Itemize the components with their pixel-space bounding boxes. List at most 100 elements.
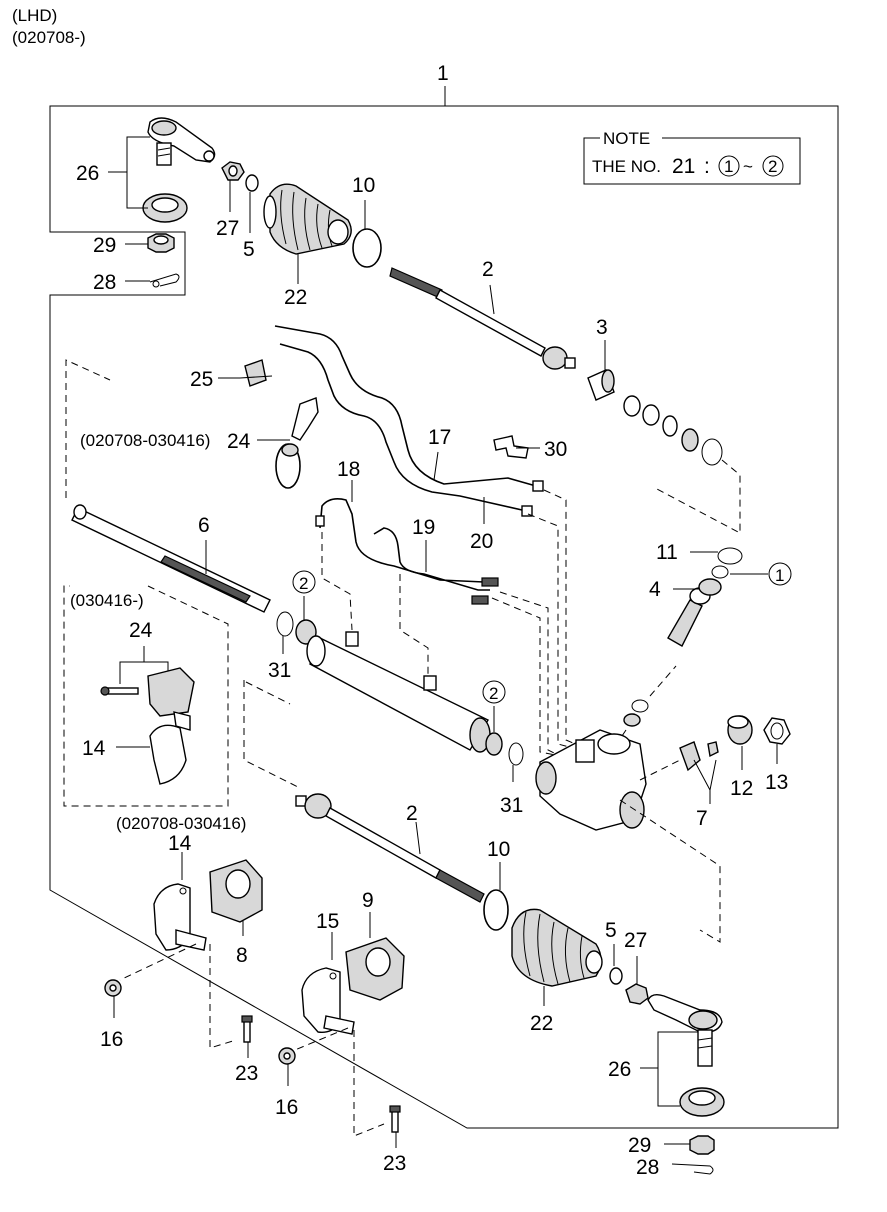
- bushing-icon: [345, 937, 405, 1001]
- callout-19: 19: [412, 516, 435, 539]
- callout-4: 4: [649, 578, 661, 601]
- lhd-label: (LHD): [12, 6, 58, 25]
- sleeve-icon: [587, 369, 615, 401]
- seal-boot-icon: [679, 1087, 725, 1117]
- bellows-boot-icon: [263, 183, 352, 255]
- callout-16-left: 16: [100, 1028, 123, 1051]
- pipe-bracket-icon: [275, 397, 319, 489]
- variant-label-bottom: (020708-030416): [116, 814, 246, 833]
- callout-22-top: 22: [284, 286, 307, 309]
- feed-line-icon: [274, 325, 544, 517]
- callout-17: 17: [428, 426, 451, 449]
- callout-18: 18: [337, 458, 360, 481]
- callout-12: 12: [730, 777, 753, 800]
- hose-clip-icon: [239, 359, 273, 387]
- callout-23-mid: 23: [235, 1062, 258, 1085]
- lock-nut-icon: [763, 717, 791, 745]
- gear-valve-housing-icon: [535, 729, 647, 831]
- note-prefix: THE NO.: [592, 157, 661, 176]
- lock-nut-icon: [221, 161, 245, 181]
- callout-29-top: 29: [93, 234, 116, 257]
- callout-16-mid: 16: [275, 1096, 298, 1119]
- pinion-icon: [623, 587, 711, 727]
- tie-rod-end-icon: [647, 993, 723, 1067]
- lock-nut-icon: [625, 983, 649, 1005]
- nut-icon: [689, 1135, 715, 1155]
- yoke-plug-icon: [727, 715, 753, 745]
- callout-24-box: 24: [129, 619, 153, 642]
- note-box: NOTE THE NO. 21 : 1 ~ 2: [583, 129, 801, 185]
- flange-nut-icon: [104, 979, 122, 997]
- clip-ring-icon: [609, 967, 623, 985]
- callout-3: 3: [596, 316, 608, 339]
- callout-27-top: 27: [216, 217, 239, 240]
- nut-icon: [147, 233, 175, 253]
- callout-8: 8: [236, 944, 248, 967]
- callout-14-box: 14: [82, 737, 106, 760]
- note-ref-2: 2: [768, 157, 777, 176]
- callout-31-top: 31: [268, 659, 291, 682]
- tie-rod-icon: [389, 267, 576, 370]
- bolt-icon: [100, 686, 139, 696]
- callout-7: 7: [696, 807, 708, 830]
- callout-2-bottom: 2: [406, 802, 418, 825]
- date-range-label: (020708-): [12, 28, 86, 47]
- callout-15: 15: [316, 910, 339, 933]
- callout-25: 25: [190, 368, 213, 391]
- note-tilde: ~: [743, 157, 753, 176]
- callout-6: 6: [198, 514, 210, 537]
- callout-5-top: 5: [243, 238, 255, 261]
- variant-box: (030416-) 24 14: [63, 585, 229, 807]
- note-colon: :: [704, 155, 710, 178]
- clamp-icon: [147, 667, 195, 717]
- band-clamp-icon: [352, 228, 382, 268]
- callout-28-top: 28: [93, 271, 116, 294]
- callout-13: 13: [765, 771, 788, 794]
- variant-label-top: (020708-030416): [80, 431, 210, 450]
- callout-28-bottom: 28: [636, 1156, 659, 1179]
- callout-2-top: 2: [482, 258, 494, 281]
- pinion-seal-icon: [698, 578, 722, 596]
- clamp-icon: [149, 711, 191, 785]
- callout-1: 1: [437, 62, 449, 85]
- note-ref-1: 1: [724, 157, 733, 176]
- return-line-icon: [315, 498, 499, 605]
- ref-circle-2-mid: 2: [489, 684, 498, 703]
- callout-24-top: 24: [227, 430, 251, 453]
- cotter-pin-icon: [149, 273, 180, 288]
- band-clamp-icon: [483, 889, 509, 931]
- callout-30: 30: [544, 438, 567, 461]
- seal-ring-icon: [623, 395, 723, 466]
- callout-10-bottom: 10: [487, 838, 510, 861]
- bushing-icon: [209, 859, 263, 923]
- callout-29-bottom: 29: [628, 1134, 651, 1157]
- cotter-pin-icon: [671, 1163, 714, 1175]
- callout-9: 9: [362, 889, 374, 912]
- yoke-icon: [679, 741, 719, 772]
- line-bracket-icon: [493, 435, 529, 459]
- note-number: 21: [672, 155, 695, 178]
- tie-rod-end-icon: [147, 117, 216, 166]
- tie-rod-icon: [295, 793, 485, 903]
- rack-housing-icon: [306, 631, 491, 753]
- callout-27-bottom: 27: [624, 929, 647, 952]
- assembly-boundary-line: [49, 86, 839, 1129]
- callout-26-top: 26: [76, 162, 99, 185]
- seal-washer-icon: [485, 732, 503, 756]
- callout-11: 11: [656, 541, 678, 564]
- ref-circle-1: 1: [775, 566, 784, 585]
- clamp-icon: [153, 883, 207, 951]
- snap-ring-icon: [717, 547, 743, 565]
- bolt-icon: [389, 1105, 401, 1133]
- variant-label-box: (030416-): [70, 591, 144, 610]
- ref-circle-2-top: 2: [299, 574, 308, 593]
- callout-10-top: 10: [352, 174, 375, 197]
- callout-14-bottom: 14: [168, 832, 192, 855]
- callout-5-bottom: 5: [605, 919, 617, 942]
- callout-22-bottom: 22: [530, 1012, 553, 1035]
- bolt-icon: [241, 1015, 253, 1043]
- clamp-icon: [301, 967, 355, 1035]
- callout-31-bottom: 31: [500, 794, 523, 817]
- callout-20: 20: [470, 530, 493, 553]
- note-title: NOTE: [603, 129, 650, 148]
